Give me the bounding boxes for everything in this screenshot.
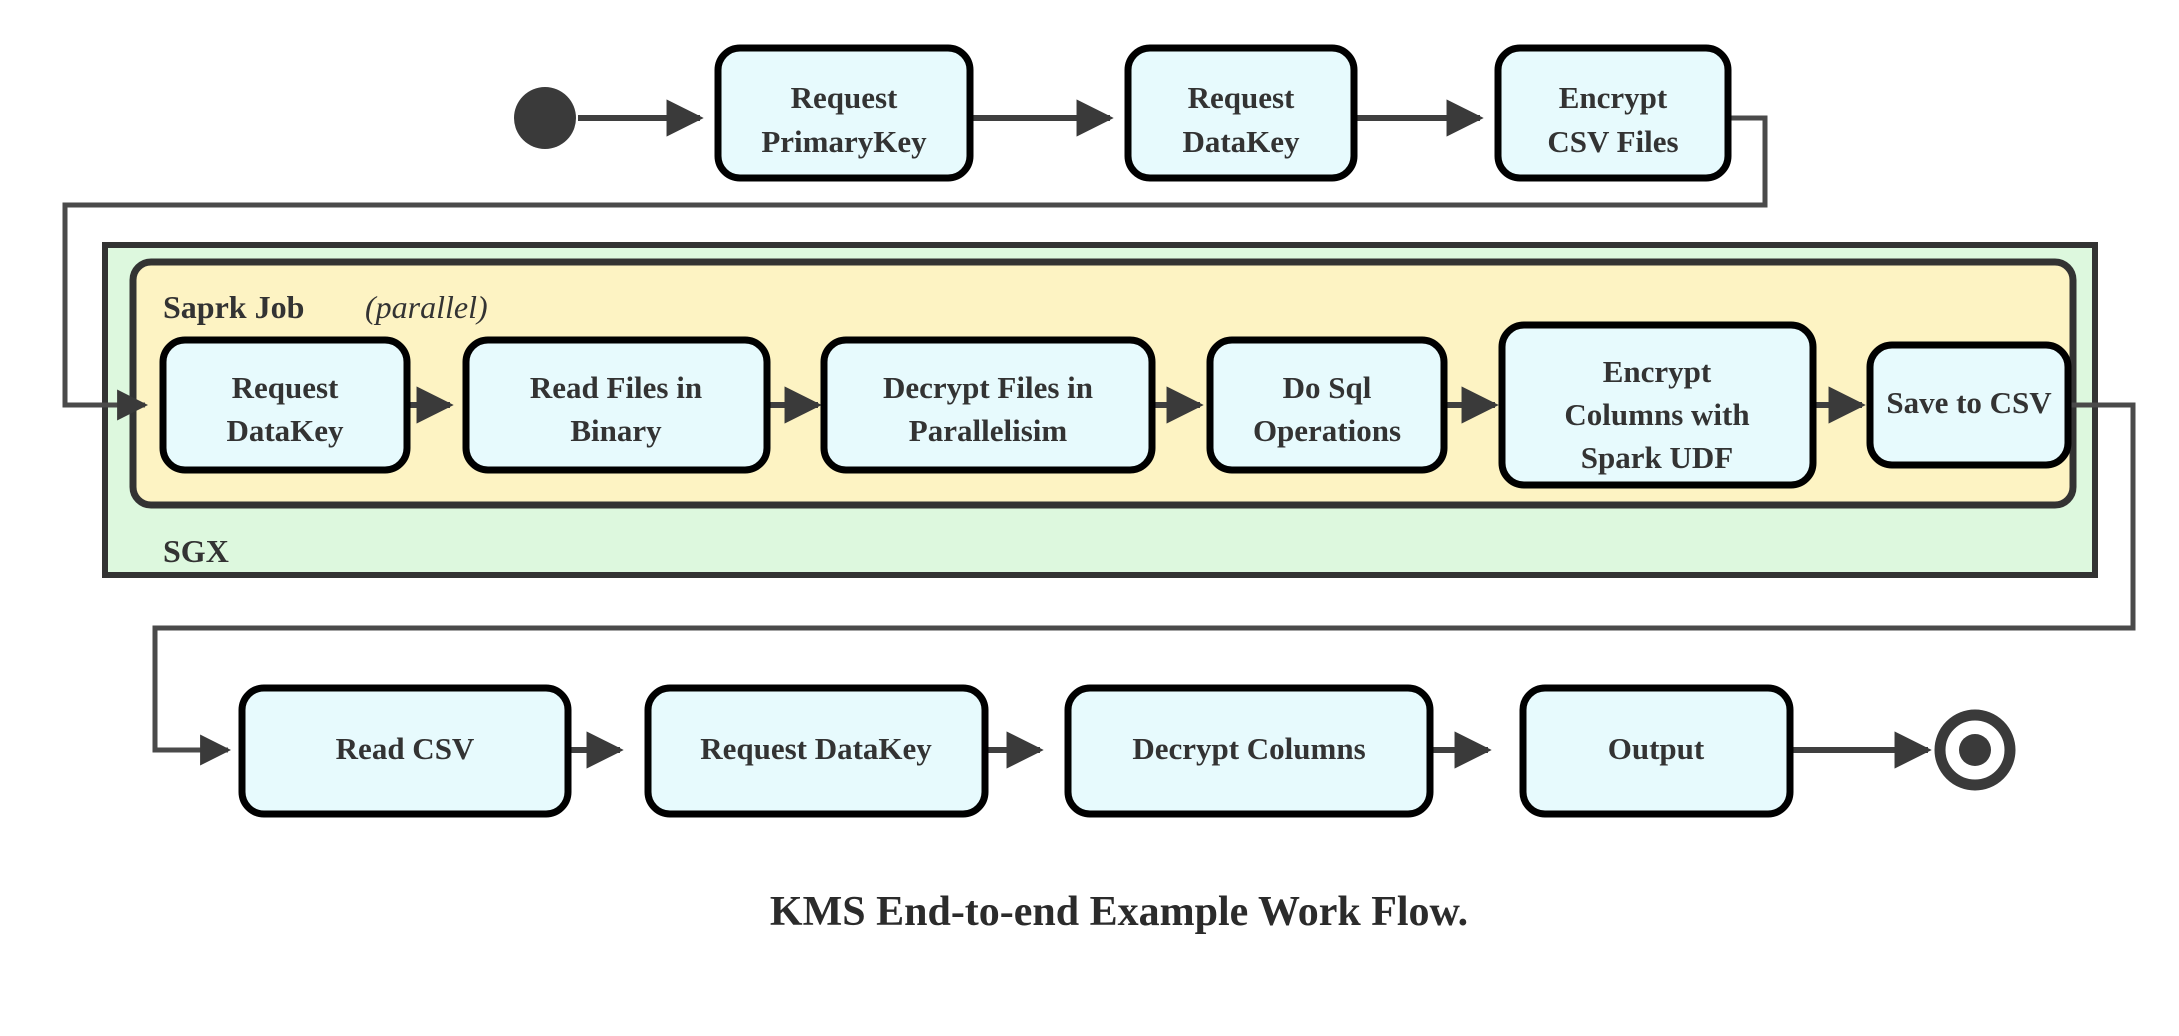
spark-job-label: Saprk Job xyxy=(163,289,304,325)
node-request-datakey-spark-line1: Request xyxy=(232,370,339,405)
node-encrypt-columns-with-spark-udf-line2: Columns with xyxy=(1564,397,1749,432)
node-encrypt-columns-with-spark-udf-line1: Encrypt xyxy=(1603,354,1712,389)
spark-job-modifier: (parallel) xyxy=(365,289,488,325)
node-request-primarykey-line2: PrimaryKey xyxy=(761,124,927,159)
node-output-line1: Output xyxy=(1608,731,1705,766)
node-request-datakey-spark[interactable]: Request DataKey xyxy=(159,336,411,474)
start-state-icon xyxy=(514,87,576,149)
node-request-datakey-bottom[interactable]: Request DataKey xyxy=(644,684,989,818)
node-do-sql-operations[interactable]: Do Sql Operations xyxy=(1206,336,1448,474)
node-save-to-csv[interactable]: Save to CSV xyxy=(1866,341,2072,469)
node-request-datakey-top-line1: Request xyxy=(1188,80,1295,115)
node-encrypt-columns-with-spark-udf[interactable]: Encrypt Columns with Spark UDF xyxy=(1498,321,1817,489)
node-save-to-csv-line1: Save to CSV xyxy=(1886,385,2052,420)
node-request-datakey-spark-line2: DataKey xyxy=(226,413,344,448)
node-read-files-in-binary-line2: Binary xyxy=(570,413,662,448)
diagram-caption: KMS End-to-end Example Work Flow. xyxy=(770,889,1468,935)
node-request-datakey-top[interactable]: Request DataKey xyxy=(1124,44,1358,182)
node-read-csv-line1: Read CSV xyxy=(336,731,475,766)
node-encrypt-csv-files-line2: CSV Files xyxy=(1547,124,1678,159)
edge-encrypt-csv-to-spark-request-datakey xyxy=(62,115,1768,421)
end-state-icon xyxy=(1934,709,2016,791)
sgx-label: SGX xyxy=(163,533,229,569)
node-output[interactable]: Output xyxy=(1519,684,1794,818)
node-read-files-in-binary-line1: Read Files in xyxy=(530,370,702,405)
node-encrypt-csv-files[interactable]: Encrypt CSV Files xyxy=(1494,44,1732,182)
node-do-sql-operations-line1: Do Sql xyxy=(1283,370,1372,405)
node-do-sql-operations-line2: Operations xyxy=(1253,413,1401,448)
node-decrypt-files-in-parallelisim[interactable]: Decrypt Files in Parallelisim xyxy=(820,336,1156,474)
node-request-primarykey-line1: Request xyxy=(791,80,898,115)
node-decrypt-files-in-parallelisim-line2: Parallelisim xyxy=(909,413,1068,448)
node-decrypt-files-in-parallelisim-line1: Decrypt Files in xyxy=(883,370,1093,405)
node-read-files-in-binary[interactable]: Read Files in Binary xyxy=(462,336,771,474)
node-request-datakey-bottom-line1: Request DataKey xyxy=(700,731,932,766)
node-decrypt-columns[interactable]: Decrypt Columns xyxy=(1064,684,1434,818)
edge-save-csv-to-read-csv xyxy=(152,402,2136,766)
node-request-primarykey[interactable]: Request PrimaryKey xyxy=(714,44,974,182)
node-encrypt-csv-files-line1: Encrypt xyxy=(1559,80,1668,115)
node-read-csv[interactable]: Read CSV xyxy=(238,684,572,818)
node-encrypt-columns-with-spark-udf-line3: Spark UDF xyxy=(1581,440,1733,475)
node-decrypt-columns-line1: Decrypt Columns xyxy=(1132,731,1365,766)
node-request-datakey-top-line2: DataKey xyxy=(1182,124,1300,159)
